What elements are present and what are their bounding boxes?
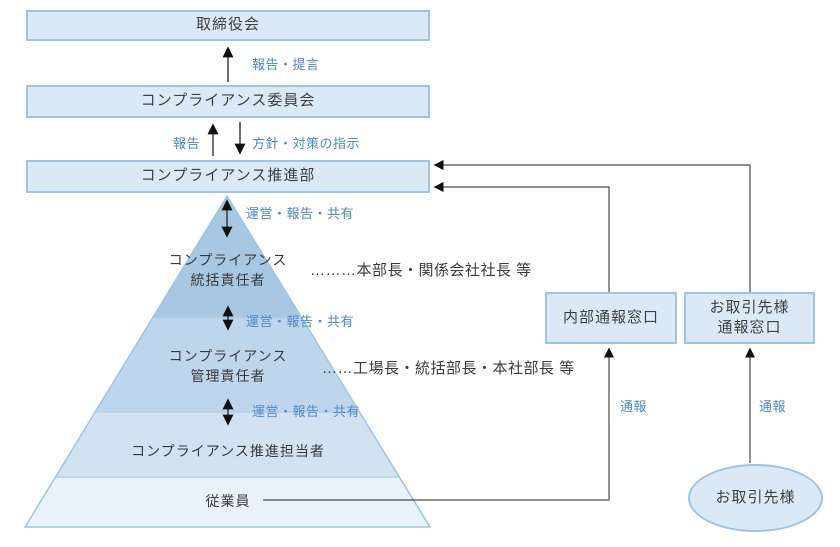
- pyramid-level4-shape: [25, 477, 430, 527]
- board-of-directors-box: 取締役会: [26, 10, 430, 41]
- compliance-committee-box: コンプライアンス委員会: [26, 85, 430, 118]
- flow-label-operate-report-share-1: 運営・報告・共有: [246, 206, 355, 221]
- pyramid-level1-line1: コンプライアンス: [168, 252, 288, 268]
- pyramid-level1-text: コンプライアンス 統括責任者: [147, 250, 309, 290]
- internal-hotline-box: 内部通報窓口: [545, 292, 677, 344]
- pyramid-level2-shape: [95, 318, 360, 412]
- internal-hotline-label: 内部通報窓口: [562, 308, 659, 326]
- flow-label-report: 報告: [173, 136, 201, 151]
- board-of-directors-label: 取締役会: [195, 16, 260, 34]
- pyramid-level3-shape: [55, 412, 400, 477]
- pyramid-level2-line2: 管理責任者: [190, 368, 266, 384]
- connector-employee-to-internal-hotline: [263, 347, 615, 501]
- pyramid-level2-note: ……工場長・統括部長・本社部長 等: [322, 360, 575, 377]
- partner-hotline-label-line1: お取引先様: [709, 298, 790, 316]
- partner-hotline-box: お取引先様 通報窓口: [684, 292, 815, 344]
- flow-label-report-proposal: 報告・提言: [252, 57, 320, 72]
- business-partner-label: お取引先様: [715, 488, 796, 506]
- flow-label-whistleblow-partner: 通報: [759, 399, 787, 414]
- pyramid-level2-text: コンプライアンス 管理責任者: [147, 346, 309, 386]
- flow-label-policy-instruction: 方針・対策の指示: [252, 136, 361, 151]
- flow-label-operate-report-share-3: 運営・報告・共有: [252, 404, 361, 419]
- pyramid-outline: [23, 194, 432, 528]
- partner-hotline-label-line2: 通報窓口: [717, 319, 782, 336]
- pyramid: [23, 194, 432, 528]
- compliance-promotion-dept-box: コンプライアンス推進部: [26, 160, 430, 193]
- pyramid-level4-text: 従業員: [205, 493, 251, 509]
- pyramid-level2-line1: コンプライアンス: [168, 348, 288, 364]
- pyramid-level1-shape: [152, 196, 302, 318]
- compliance-committee-label: コンプライアンス委員会: [140, 92, 316, 110]
- connector-partner-hotline-to-promotion: [433, 159, 751, 292]
- business-partner-ellipse: お取引先様: [688, 464, 823, 532]
- connector-internal-hotline-to-promotion: [433, 181, 610, 292]
- compliance-promotion-dept-label: コンプライアンス推進部: [140, 167, 316, 185]
- pyramid-level1-note: ………本部長・関係会社社長 等: [310, 262, 532, 279]
- flow-label-whistleblow-internal: 通報: [620, 399, 648, 414]
- pyramid-level3-text: コンプライアンス推進担当者: [131, 443, 325, 459]
- pyramid-level1-line2: 統括責任者: [190, 272, 266, 288]
- flow-label-operate-report-share-2: 運営・報告・共有: [246, 314, 355, 329]
